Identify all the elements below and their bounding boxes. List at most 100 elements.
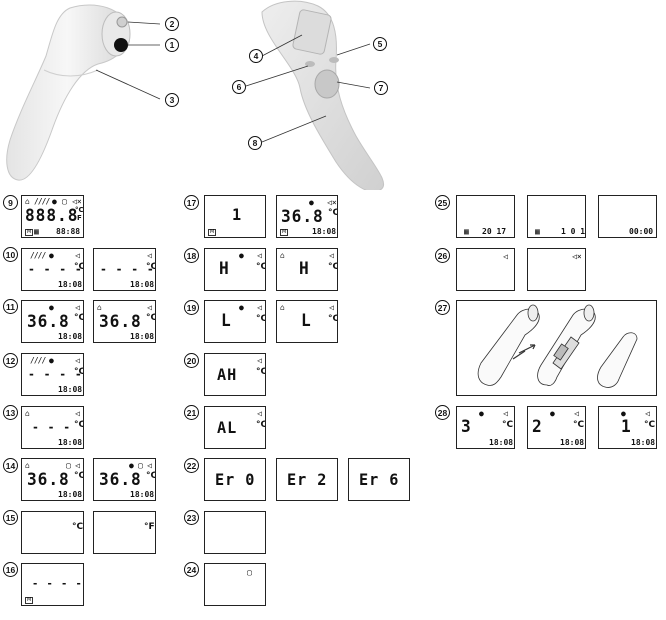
unit: °C <box>573 420 585 430</box>
unit: °C <box>146 313 156 323</box>
sound-icon: ◁ <box>257 409 262 418</box>
display-20-ambient-high: ◁ AH °C <box>204 353 266 396</box>
unit: °C <box>74 367 84 377</box>
unit: °C <box>146 262 156 272</box>
label-24: 24 <box>184 562 199 577</box>
display-25c-time: 00:00 <box>598 195 657 238</box>
label-22: 22 <box>184 458 199 473</box>
label-11: 11 <box>3 299 18 314</box>
unit: °C <box>74 313 84 323</box>
unit-c: °C <box>75 206 84 214</box>
time-readout: 18:08 <box>58 490 83 499</box>
time-readout: 18:08 <box>312 227 337 236</box>
display-19b-low: ⌂ ◁ L °C <box>276 300 338 343</box>
unit: °C <box>256 314 266 324</box>
battery-level-icon: //// <box>30 251 46 260</box>
home-icon: ⌂ <box>25 461 30 470</box>
label-25: 25 <box>435 195 450 210</box>
sensor-probe-tip <box>114 38 128 52</box>
head-icon: ● <box>550 409 555 418</box>
unit: °C <box>644 420 656 430</box>
main-readout: - - - - <box>100 262 155 276</box>
unit: °C <box>74 420 84 430</box>
unit: °C <box>256 420 266 430</box>
sound-icon: ◁ <box>75 409 80 418</box>
display-12-low-battery: //// ● ◁ - - - - °C 18:08 <box>21 353 84 396</box>
memory-icon: ▢ <box>62 197 67 206</box>
lcd-window <box>292 9 332 55</box>
main-readout: 36.8 <box>27 470 70 490</box>
display-18a-high: ● ◁ H °C <box>204 248 266 291</box>
main-readout: AH <box>217 365 238 384</box>
display-28b-countdown: ● ◁ 2 °C 18:08 <box>527 406 586 449</box>
time-readout: 18:08 <box>631 438 656 447</box>
display-10b-measuring: ◁ - - - - °C 18:08 <box>93 248 156 291</box>
display-22c-error: Er 6 <box>348 458 410 501</box>
head-icon: ● <box>49 251 54 260</box>
display-18b-high: ⌂ ◁ H °C <box>276 248 338 291</box>
sound-off-icon: ◁× <box>72 197 82 206</box>
main-readout: 36.8 <box>281 207 324 227</box>
label-14: 14 <box>3 458 18 473</box>
main-readout: 36.8 <box>27 312 70 332</box>
label-13: 13 <box>3 405 18 420</box>
main-readout: 36.8 <box>99 312 142 332</box>
memory-tag: M <box>280 229 289 236</box>
display-11a-result: ● ◁ 36.8 °C 18:08 <box>21 300 84 343</box>
time-readout: 18:08 <box>489 438 514 447</box>
home-icon: ⌂ <box>280 303 285 312</box>
main-readout: - - - - <box>28 367 83 381</box>
time-readout: 18:08 <box>130 332 155 341</box>
time-readout: 18:08 <box>58 385 83 394</box>
unit-f: F <box>77 214 82 222</box>
head-icon: ● <box>52 197 57 206</box>
battery-replacement-illustration <box>477 304 638 388</box>
display-13-home-mode: ⌂ ◁ - - - °C 18:08 <box>21 406 84 449</box>
main-readout: - - - - <box>32 577 83 590</box>
label-19: 19 <box>184 300 199 315</box>
home-icon: ⌂ <box>280 251 285 260</box>
display-16-memory-empty: - - - - M <box>21 563 84 606</box>
main-readout: 3 <box>461 417 472 437</box>
main-readout: 00:00 <box>629 227 654 236</box>
main-readout: 1 0 1 <box>561 227 586 236</box>
sound-icon: ◁ <box>257 356 262 365</box>
main-readout: L <box>221 311 232 331</box>
probe-ring <box>116 16 128 28</box>
sound-off-icon: ◁× <box>327 198 337 207</box>
sound-icon: ◁ <box>503 252 508 261</box>
main-readout: 888.8 <box>25 206 79 226</box>
main-readout: 1 <box>621 417 632 437</box>
sound-icon: ◁ <box>329 303 334 312</box>
head-icon: ● <box>239 303 244 312</box>
sound-icon: ◁ <box>147 251 152 260</box>
sound-icon: ◁ <box>574 409 579 418</box>
main-readout: Er 0 <box>215 470 256 489</box>
display-17a-memory-index: 1 M <box>204 195 266 238</box>
callout-2: 2 <box>165 17 179 31</box>
label-23: 23 <box>184 510 199 525</box>
head-icon: ● <box>129 461 134 470</box>
head-icon: ● <box>479 409 484 418</box>
memory-icon: ▢ <box>247 568 252 577</box>
label-12: 12 <box>3 353 18 368</box>
label-18: 18 <box>184 248 199 263</box>
time-readout: 18:08 <box>130 490 155 499</box>
label-20: 20 <box>184 353 199 368</box>
label-10: 10 <box>3 247 18 262</box>
label-27: 27 <box>435 300 450 315</box>
callout-5: 5 <box>373 37 387 51</box>
time-readout: 18:08 <box>58 280 83 289</box>
head-icon: ● <box>49 303 54 312</box>
main-readout: - - - - <box>28 262 83 276</box>
main-readout: L <box>301 311 312 331</box>
memory-tag: M <box>25 597 34 604</box>
display-10a-measuring: //// ● ◁ - - - - °C 18:08 <box>21 248 84 291</box>
main-readout: 2 <box>532 417 543 437</box>
head-icon: ● <box>49 356 54 365</box>
calendar-icon: ▦ <box>535 227 540 236</box>
display-28c-countdown: ● ◁ 1 °C 18:08 <box>598 406 657 449</box>
main-readout: - - - <box>32 420 72 434</box>
memory-icon: ▢ <box>138 461 143 470</box>
sound-icon: ◁ <box>75 303 80 312</box>
